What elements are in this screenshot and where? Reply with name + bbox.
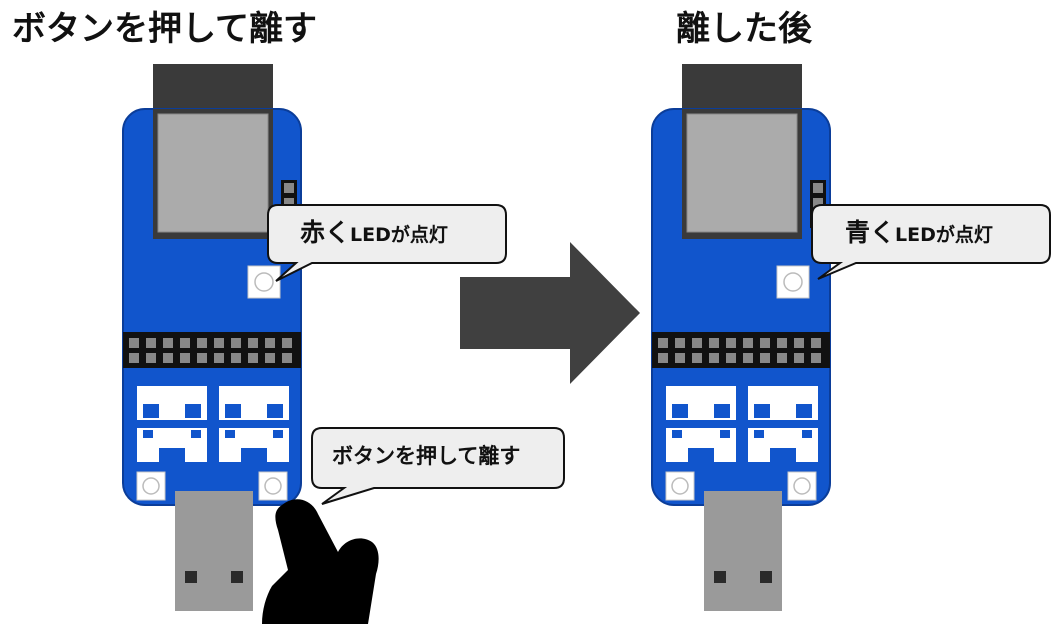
red-led-callout-main: 赤く bbox=[300, 218, 351, 247]
blue-led-callout-bubble bbox=[811, 204, 1051, 280]
right-title: 離した後 bbox=[676, 9, 812, 49]
action-callout-bubble bbox=[311, 427, 565, 505]
blue-led-callout-text: 青くLEDが点灯 bbox=[845, 220, 993, 245]
action-callout-text: ボタンを押して離す bbox=[332, 444, 521, 468]
red-led-callout-text: 赤くLEDが点灯 bbox=[300, 220, 448, 245]
blue-led-callout-main: 青く bbox=[845, 218, 896, 247]
red-led-callout-rest: LEDが点灯 bbox=[350, 224, 448, 246]
blue-led-callout-rest: LEDが点灯 bbox=[895, 224, 993, 246]
board-after bbox=[651, 63, 831, 612]
board-before bbox=[122, 63, 302, 612]
left-title: ボタンを押して離す bbox=[12, 9, 317, 49]
red-led-callout-bubble bbox=[267, 204, 507, 282]
hand-pointer-icon bbox=[262, 499, 379, 624]
right-arrow-icon bbox=[460, 242, 640, 384]
